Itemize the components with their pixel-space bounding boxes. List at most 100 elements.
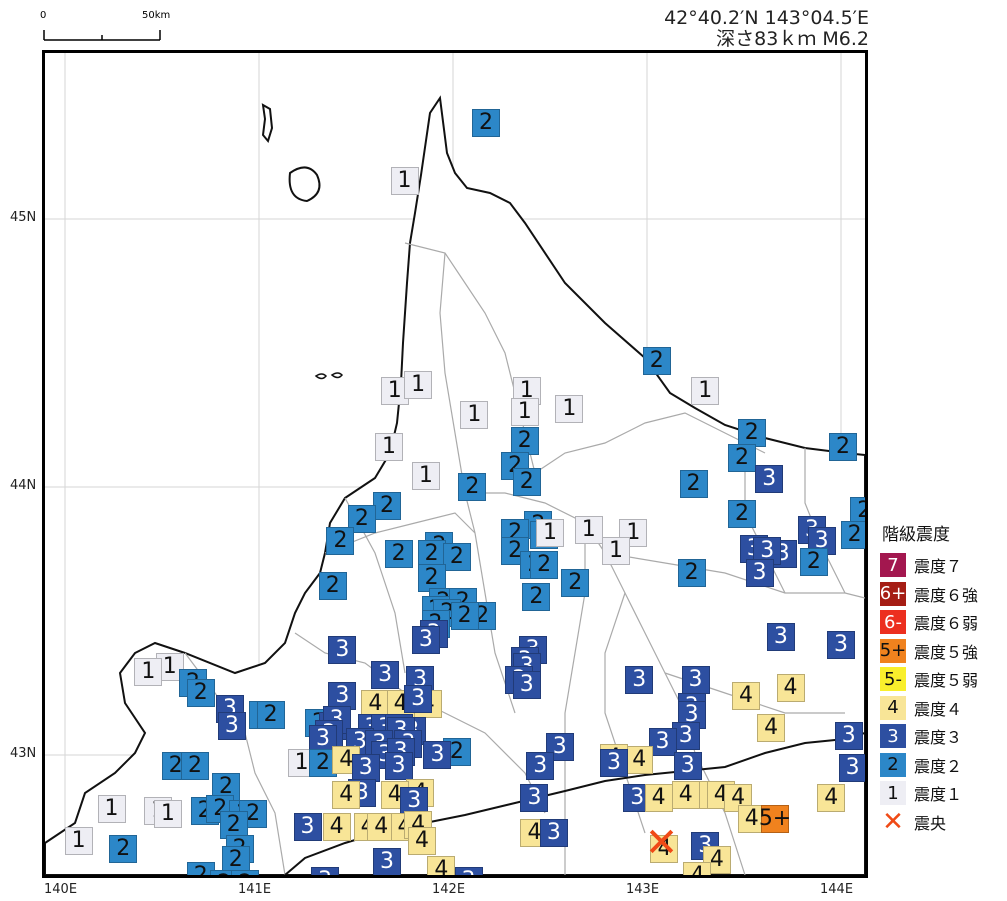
station-marker[interactable]: 4 <box>625 746 654 775</box>
station-marker[interactable]: 3 <box>834 722 863 751</box>
station-marker[interactable]: 4 <box>332 781 361 810</box>
station-marker[interactable]: 3 <box>681 665 710 694</box>
station-marker[interactable]: 5+ <box>758 805 792 834</box>
station-marker[interactable]: 2 <box>737 419 766 448</box>
station-marker[interactable]: 1 <box>601 537 630 566</box>
station-marker[interactable]: 2 <box>318 572 347 601</box>
station-marker[interactable]: 3 <box>328 636 357 665</box>
station-marker[interactable]: 1 <box>460 400 489 429</box>
station-marker[interactable]: 2 <box>109 834 138 863</box>
station-marker[interactable]: 3 <box>625 665 654 694</box>
epicenter-coordinates: 42°40.2′N 143°04.5′E <box>664 7 869 29</box>
station-marker[interactable]: 4 <box>671 781 700 810</box>
station-marker[interactable]: 2 <box>326 526 355 555</box>
station-marker[interactable]: 2 <box>219 810 248 839</box>
station-marker[interactable]: 3 <box>600 749 629 778</box>
station-marker[interactable]: 4 <box>650 834 679 863</box>
station-marker[interactable]: 3 <box>411 625 440 654</box>
station-marker[interactable]: 3 <box>520 783 549 812</box>
station-marker[interactable]: 2 <box>180 751 209 780</box>
station-marker[interactable]: 2 <box>679 470 708 499</box>
station-marker[interactable]: 1 <box>390 167 419 196</box>
station-marker[interactable]: 4 <box>683 861 712 875</box>
station-marker[interactable]: 4 <box>817 783 846 812</box>
epicenter-marker[interactable]: ✕ <box>644 820 679 867</box>
epicenter-info: 42°40.2′N 143°04.5′E 深さ83ｋｍ M6.2 <box>664 8 869 50</box>
station-marker[interactable]: 1 <box>574 515 603 544</box>
station-marker[interactable]: 4 <box>427 856 456 875</box>
station-marker[interactable]: 2 <box>186 861 215 875</box>
rebun-island <box>261 103 274 144</box>
station-marker[interactable]: 1 <box>555 395 584 424</box>
station-marker[interactable]: 3 <box>526 751 555 780</box>
station-marker[interactable]: 2 <box>512 467 541 496</box>
station-marker[interactable]: 2 <box>510 427 539 456</box>
station-marker[interactable]: 3 <box>673 751 702 780</box>
station-marker[interactable]: 2 <box>442 542 471 571</box>
station-marker[interactable]: 2 <box>561 569 590 598</box>
station-marker[interactable]: 3 <box>217 711 246 740</box>
station-marker[interactable]: 3 <box>454 866 483 875</box>
station-marker[interactable]: 3 <box>351 754 380 783</box>
station-marker[interactable]: 3 <box>423 741 452 769</box>
station-marker[interactable]: 3 <box>373 848 402 875</box>
station-marker[interactable]: 2 <box>186 679 215 708</box>
lon-label-140: 140E <box>44 882 78 897</box>
station-marker[interactable]: 2 <box>677 558 706 587</box>
station-marker[interactable]: 3 <box>827 631 855 660</box>
station-marker[interactable]: 3 <box>745 558 774 587</box>
station-marker[interactable]: 2 <box>642 347 671 376</box>
station-marker[interactable]: 2 <box>840 521 865 550</box>
station-marker[interactable]: 2 <box>221 845 250 874</box>
intensity-map[interactable]: 2121111111212222212322222222211113322222… <box>42 50 868 878</box>
station-marker[interactable]: 3 <box>671 722 700 751</box>
station-marker[interactable]: 4 <box>407 826 436 855</box>
station-marker[interactable]: 1 <box>404 371 433 400</box>
station-marker[interactable]: 3 <box>310 866 339 875</box>
station-marker[interactable]: 2 <box>828 432 857 461</box>
station-marker[interactable]: 2 <box>728 499 757 528</box>
lon-label-144: 144E <box>820 882 854 897</box>
station-marker[interactable]: 1 <box>97 794 126 823</box>
station-marker[interactable]: 2 <box>530 550 559 579</box>
station-marker[interactable]: 1 <box>134 657 163 686</box>
station-marker[interactable]: 1 <box>374 432 403 461</box>
station-marker[interactable]: 3 <box>404 684 433 713</box>
station-marker[interactable]: 3 <box>512 671 541 700</box>
teuri-island <box>314 372 344 380</box>
station-marker[interactable]: 4 <box>644 783 673 812</box>
station-marker[interactable]: 4 <box>776 674 805 702</box>
station-marker[interactable]: 3 <box>766 623 795 652</box>
station-marker[interactable]: 2 <box>231 869 260 875</box>
station-marker[interactable]: 1 <box>411 462 440 491</box>
station-marker[interactable]: 4 <box>702 845 731 874</box>
station-marker[interactable]: 1 <box>153 799 182 828</box>
station-marker[interactable]: 2 <box>384 540 413 568</box>
station-marker[interactable]: 1 <box>510 397 539 426</box>
station-marker[interactable]: 4 <box>731 682 760 711</box>
station-marker[interactable]: 1 <box>691 376 720 405</box>
station-marker[interactable]: 2 <box>373 491 402 520</box>
station-marker[interactable]: 3 <box>293 813 322 842</box>
station-marker[interactable]: 2 <box>256 700 285 729</box>
station-marker[interactable]: 2 <box>522 582 551 611</box>
station-marker[interactable]: 4 <box>322 813 351 842</box>
station-marker[interactable]: 2 <box>471 108 500 137</box>
station-marker[interactable]: 2 <box>458 473 487 501</box>
station-marker[interactable]: 3 <box>371 660 400 689</box>
station-marker[interactable]: 3 <box>838 754 865 783</box>
legend-swatch: 3 <box>880 724 906 749</box>
station-marker[interactable]: 1 <box>536 518 564 547</box>
station-marker[interactable]: 3 <box>539 818 568 847</box>
station-marker[interactable]: 2 <box>799 548 828 577</box>
legend-swatch: 4 <box>880 695 906 720</box>
station-marker[interactable]: 1 <box>64 826 93 855</box>
station-marker[interactable]: 2 <box>728 443 757 472</box>
legend-swatch: 6- <box>880 610 906 635</box>
station-marker[interactable]: 3 <box>755 464 784 493</box>
station-marker[interactable]: 3 <box>400 786 429 815</box>
station-marker[interactable]: 3 <box>384 751 413 780</box>
legend-label: 震度７ <box>914 557 963 577</box>
station-marker[interactable]: 2 <box>450 601 479 630</box>
station-marker[interactable]: 4 <box>757 714 786 743</box>
